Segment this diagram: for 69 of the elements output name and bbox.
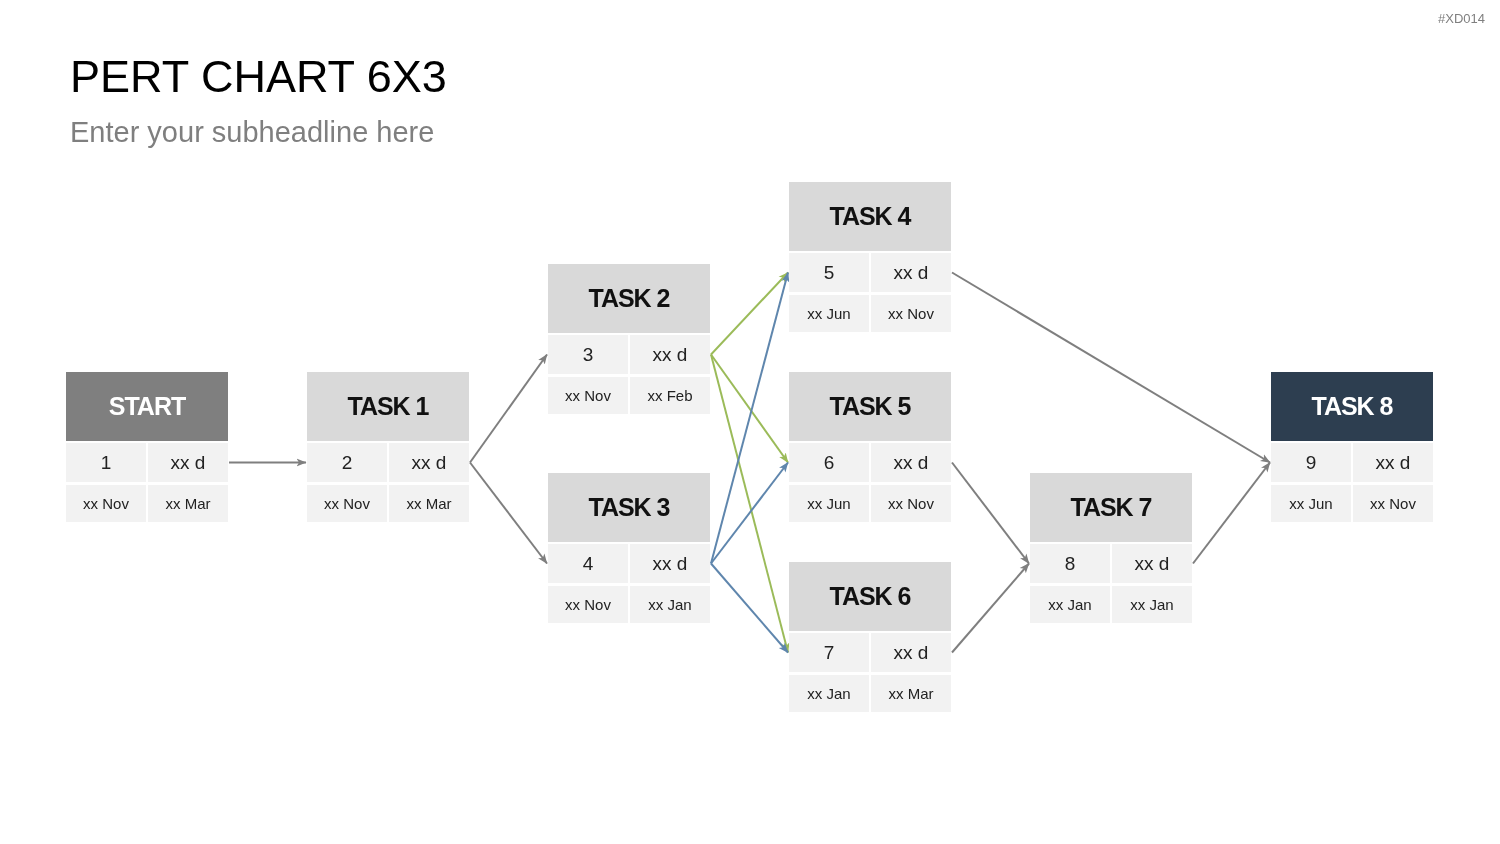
- date-cell: xx Mar: [148, 485, 228, 522]
- arrow: [469, 461, 548, 565]
- number-cell: 1: [66, 443, 146, 482]
- task-card: [66, 372, 228, 522]
- number-cell: 7: [789, 633, 869, 672]
- task-card: [548, 473, 710, 623]
- date-cell: xx Nov: [548, 377, 628, 414]
- date-cell: xx Nov: [1353, 485, 1433, 522]
- arrow: [710, 353, 789, 464]
- task-card: [307, 372, 469, 522]
- number-cell: 8: [1030, 544, 1110, 583]
- arrow: [710, 461, 789, 565]
- task-card: [789, 562, 951, 712]
- date-cell: xx Jan: [1030, 586, 1110, 623]
- arrow: [228, 458, 307, 467]
- date-cell: xx Nov: [871, 295, 951, 332]
- number-cell: 4: [548, 544, 628, 583]
- date-cell: xx Mar: [871, 675, 951, 712]
- arrow: [469, 353, 548, 464]
- date-cell: xx Jun: [789, 485, 869, 522]
- arrow: [710, 353, 790, 654]
- task-title: TASK 3: [548, 473, 710, 542]
- number-cell: 9: [1271, 443, 1351, 482]
- slide-title: PERT CHART 6X3: [70, 52, 447, 102]
- task-card: [789, 372, 951, 522]
- number-cell: 6: [789, 443, 869, 482]
- task-card: [789, 182, 951, 332]
- duration-cell: xx d: [871, 443, 951, 482]
- task-card: [1271, 372, 1433, 522]
- task-card: [548, 264, 710, 414]
- duration-cell: xx d: [1353, 443, 1433, 482]
- task-title: START: [66, 372, 228, 441]
- date-cell: xx Nov: [548, 586, 628, 623]
- arrow: [1192, 461, 1271, 565]
- number-cell: 5: [789, 253, 869, 292]
- task-title: TASK 6: [789, 562, 951, 631]
- arrow: [951, 461, 1030, 565]
- number-cell: 3: [548, 335, 628, 374]
- task-title: TASK 1: [307, 372, 469, 441]
- duration-cell: xx d: [630, 335, 710, 374]
- arrow: [951, 271, 1271, 464]
- date-cell: xx Jun: [1271, 485, 1351, 522]
- arrow: [710, 271, 789, 356]
- date-cell: xx Jan: [1112, 586, 1192, 623]
- date-cell: xx Feb: [630, 377, 710, 414]
- date-cell: xx Jun: [789, 295, 869, 332]
- date-cell: xx Jan: [789, 675, 869, 712]
- date-cell: xx Nov: [66, 485, 146, 522]
- date-cell: xx Nov: [307, 485, 387, 522]
- date-cell: xx Jan: [630, 586, 710, 623]
- arrow: [710, 562, 789, 654]
- duration-cell: xx d: [148, 443, 228, 482]
- date-cell: xx Nov: [871, 485, 951, 522]
- task-title: TASK 7: [1030, 473, 1192, 542]
- task-title: TASK 5: [789, 372, 951, 441]
- duration-cell: xx d: [871, 253, 951, 292]
- subheadline: Enter your subheadline here: [70, 116, 435, 150]
- task-title: TASK 8: [1271, 372, 1433, 441]
- task-title: TASK 2: [548, 264, 710, 333]
- task-card: [1030, 473, 1192, 623]
- arrow: [951, 562, 1030, 654]
- slide-code: #XD014: [1438, 12, 1485, 27]
- duration-cell: xx d: [389, 443, 469, 482]
- duration-cell: xx d: [871, 633, 951, 672]
- duration-cell: xx d: [1112, 544, 1192, 583]
- task-title: TASK 4: [789, 182, 951, 251]
- number-cell: 2: [307, 443, 387, 482]
- date-cell: xx Mar: [389, 485, 469, 522]
- duration-cell: xx d: [630, 544, 710, 583]
